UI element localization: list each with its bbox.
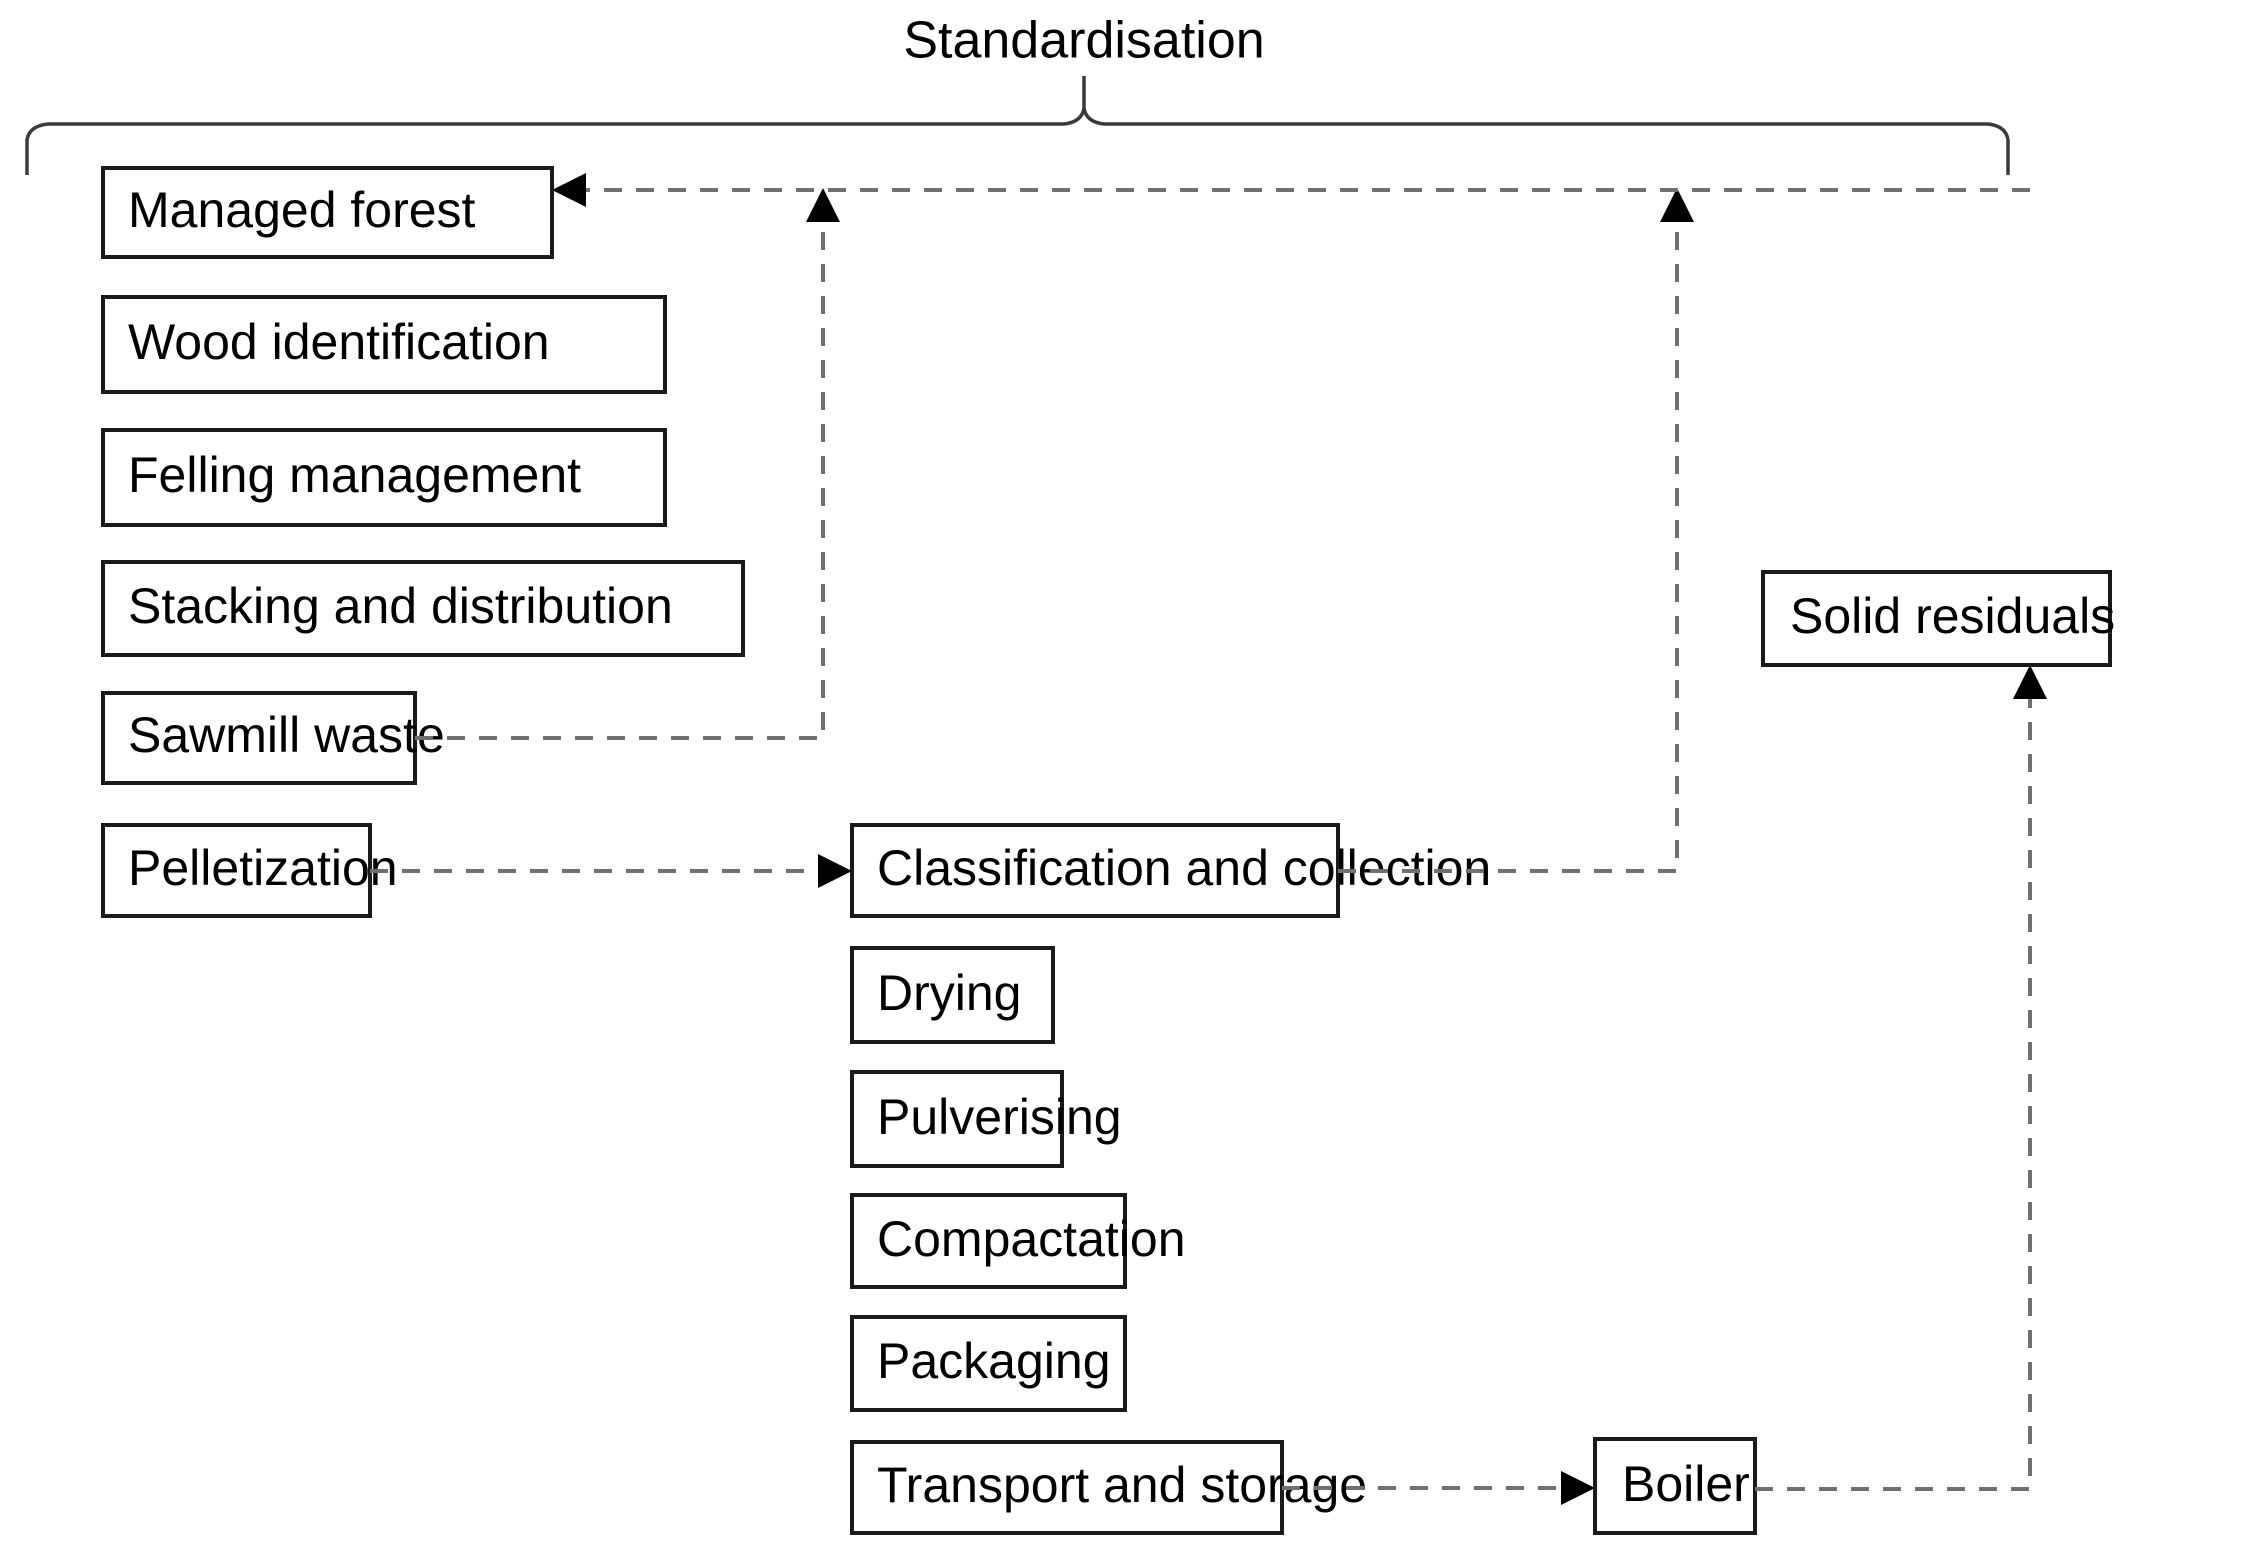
node-transport-and-storage[interactable]: Transport and storage	[850, 1440, 1367, 1535]
node-label-stacking-and-distribution: Stacking and distribution	[128, 578, 673, 634]
node-label-felling-management: Felling management	[128, 447, 581, 503]
node-solid-residuals[interactable]: Solid residuals	[1761, 570, 2115, 667]
group-title-standardisation: Standardisation	[903, 12, 1264, 70]
arrow-head-right-icon	[818, 854, 852, 888]
link-sawmill-waste-to-managed-forest	[415, 188, 840, 740]
node-label-drying: Drying	[877, 965, 1021, 1021]
arrow-head-left-icon	[552, 173, 586, 207]
standardisation-brace-group	[25, 76, 2010, 175]
node-label-classification-and-collection: Classification and collection	[877, 840, 1491, 896]
node-label-pulverising: Pulverising	[877, 1089, 1122, 1145]
node-classification-and-collection[interactable]: Classification and collection	[850, 823, 1491, 918]
node-pelletization[interactable]: Pelletization	[101, 823, 398, 918]
node-label-transport-and-storage: Transport and storage	[877, 1457, 1367, 1513]
node-felling-management[interactable]: Felling management	[101, 428, 667, 527]
node-packaging[interactable]: Packaging	[850, 1315, 1127, 1412]
node-label-solid-residuals: Solid residuals	[1790, 588, 2115, 644]
node-pulverising[interactable]: Pulverising	[850, 1070, 1122, 1168]
node-label-boiler: Boiler	[1622, 1456, 1750, 1512]
node-label-pelletization: Pelletization	[128, 840, 398, 896]
node-sawmill-waste[interactable]: Sawmill waste	[101, 691, 445, 785]
link-pelletization-to-classification	[370, 854, 852, 888]
node-drying[interactable]: Drying	[850, 946, 1055, 1044]
feedback-rail-to-managed-forest	[552, 173, 2030, 207]
arrow-head-up-icon	[806, 188, 840, 222]
node-label-wood-identification: Wood identification	[128, 314, 550, 370]
node-label-managed-forest: Managed forest	[128, 182, 476, 238]
node-label-packaging: Packaging	[877, 1333, 1111, 1389]
node-stacking-and-distribution[interactable]: Stacking and distribution	[101, 560, 745, 657]
node-wood-identification[interactable]: Wood identification	[101, 295, 667, 394]
node-boiler[interactable]: Boiler	[1593, 1437, 1757, 1535]
curly-brace-icon	[25, 76, 2010, 175]
link-classification-to-managed-forest	[1338, 188, 1694, 873]
link-boiler-to-solid-residuals	[1755, 665, 2047, 1491]
arrow-head-up-icon	[2013, 665, 2047, 699]
arrow-head-right-icon	[1561, 1471, 1595, 1505]
node-managed-forest[interactable]: Managed forest	[101, 166, 554, 259]
node-label-sawmill-waste: Sawmill waste	[128, 707, 445, 763]
arrow-head-up-icon	[1660, 188, 1694, 222]
link-transport-to-boiler	[1282, 1471, 1595, 1505]
node-label-compactation: Compactation	[877, 1211, 1186, 1267]
node-compactation[interactable]: Compactation	[850, 1193, 1186, 1289]
